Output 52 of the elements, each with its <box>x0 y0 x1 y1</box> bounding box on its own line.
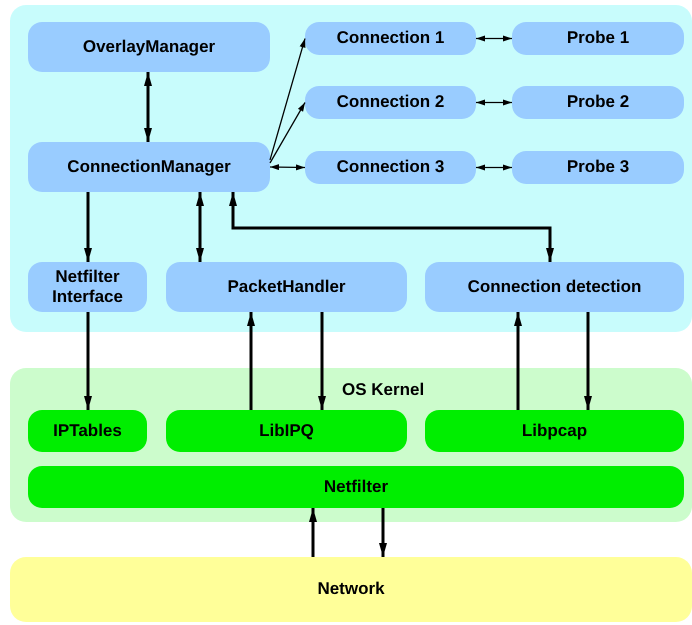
process-box <box>425 410 684 452</box>
process-box <box>28 262 147 312</box>
node-label: LibIPQ <box>259 420 314 442</box>
process-box <box>28 410 147 452</box>
arrow <box>476 36 512 42</box>
node-label: Connection detection <box>468 276 642 298</box>
process-box <box>28 22 270 72</box>
process-box <box>512 86 684 119</box>
arrow <box>318 312 326 410</box>
arrow <box>476 164 512 170</box>
node-label: Connection 2 <box>336 92 444 113</box>
process-box <box>305 22 476 55</box>
network-layer <box>10 557 692 622</box>
process-box <box>512 151 684 184</box>
node-label: OverlayManager <box>82 36 216 58</box>
arrow <box>584 312 592 410</box>
arrow <box>84 192 92 262</box>
node-label: Probe 3 <box>566 157 630 178</box>
process-box <box>305 151 476 184</box>
arrow <box>379 508 387 557</box>
arrow <box>144 72 152 142</box>
node-label: Probe 2 <box>566 92 630 113</box>
arrow <box>229 192 554 262</box>
node-label: Network <box>317 579 385 600</box>
node-label: Connection 1 <box>336 28 444 49</box>
arrow <box>269 102 306 164</box>
process-box <box>166 262 407 312</box>
node-label: Netfilter Interface <box>51 266 124 308</box>
process-box <box>28 142 270 192</box>
process-box <box>425 262 684 312</box>
node-label: Libpcap <box>522 420 588 442</box>
node-label: IPTables <box>53 420 122 442</box>
process-box <box>305 86 476 119</box>
process-box <box>28 466 684 508</box>
application-panel <box>10 5 692 332</box>
arrow <box>269 38 306 160</box>
node-label: ConnectionManager <box>67 156 231 178</box>
process-box <box>512 22 684 55</box>
arrow <box>309 508 317 557</box>
node-label: Netfilter <box>324 476 388 498</box>
arrow <box>270 164 305 170</box>
process-box <box>166 410 407 452</box>
arrow <box>196 192 204 262</box>
layer-title: OS Kernel <box>342 380 424 400</box>
arrow <box>476 100 512 106</box>
node-label: PacketHandler <box>227 276 346 298</box>
arrow <box>514 312 522 410</box>
node-label: Connection 3 <box>336 157 444 178</box>
node-label: Probe 1 <box>566 28 630 49</box>
arrow <box>84 312 92 410</box>
arrow <box>247 312 255 410</box>
kernel-panel <box>10 368 692 522</box>
